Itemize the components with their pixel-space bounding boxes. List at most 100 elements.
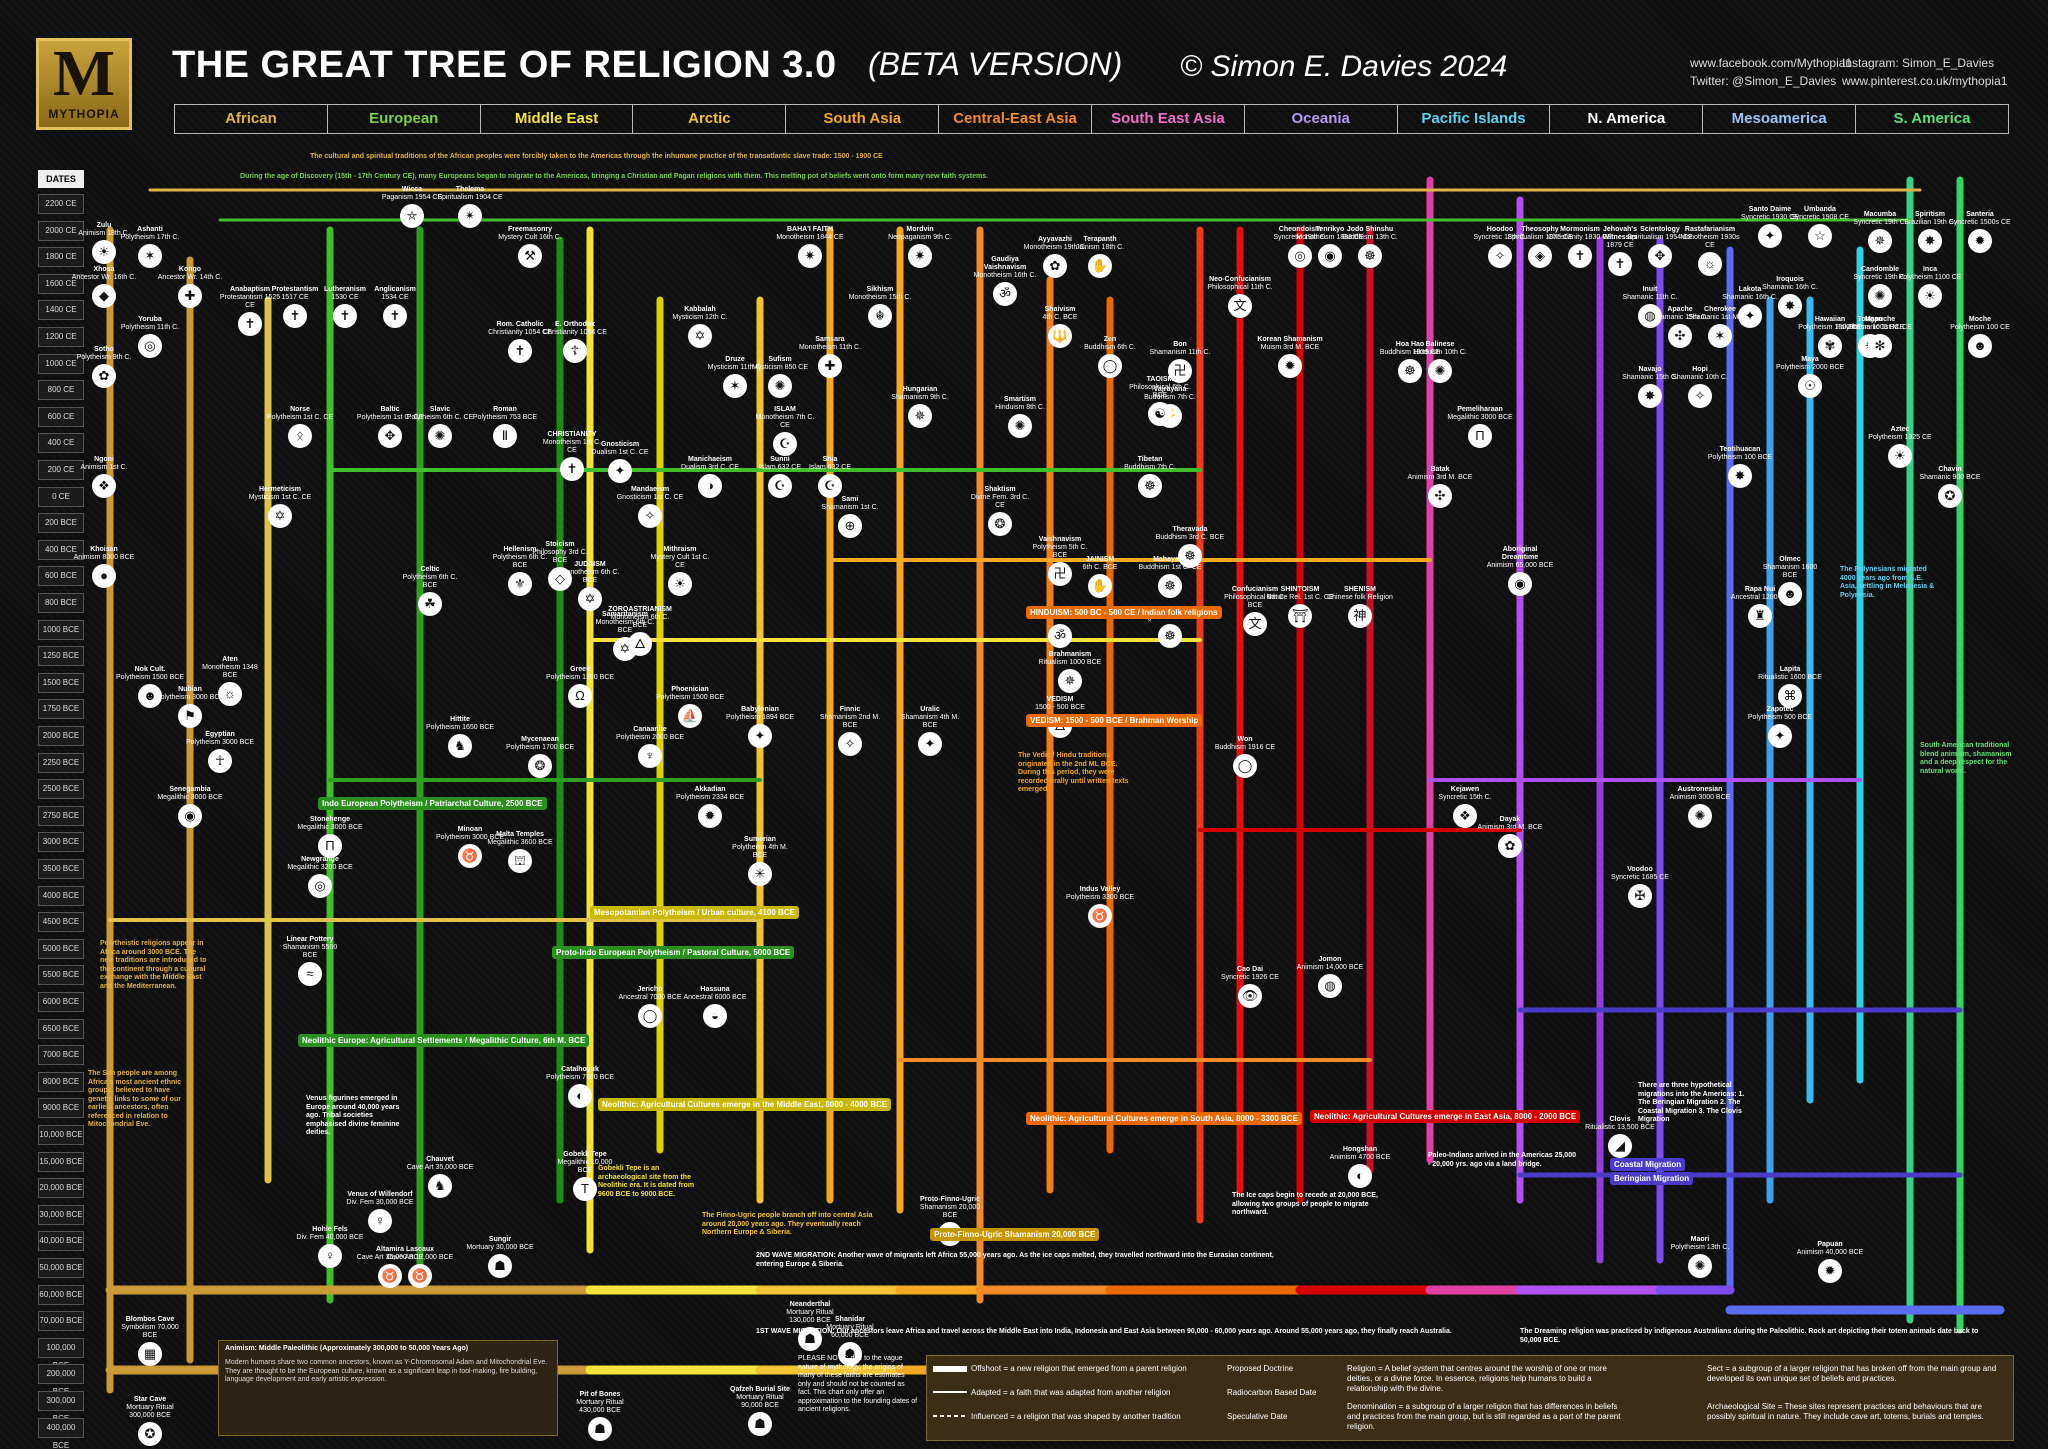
- node-name: Stonehenge: [295, 816, 365, 824]
- callout-label: Neolithic: Agricultural Cultures emerge …: [1026, 1112, 1302, 1125]
- religion-node: HassunaAncestral 6000 BCE◒: [680, 986, 750, 1028]
- religion-symbol-icon: ✹: [1818, 1259, 1842, 1283]
- node-name: Blombos Cave: [115, 1316, 185, 1324]
- node-detail: Shamanism 9th C.: [885, 394, 955, 402]
- legend-radiocarbon: Radiocarbon Based Date: [1227, 1388, 1316, 1398]
- node-detail: Polytheism 7500 BCE: [545, 1074, 615, 1082]
- node-name: Finnic: [815, 706, 885, 714]
- node-detail: Buddhism 7th C.: [1115, 464, 1185, 472]
- note-beringian: There are three hypothetical migrations …: [1638, 1082, 1748, 1125]
- node-name: Sungir: [465, 1236, 535, 1244]
- religion-symbol-icon: ✪: [1938, 484, 1962, 508]
- religion-symbol-icon: ✺: [1688, 1254, 1712, 1278]
- node-detail: Shamanism 1600 BCE: [1755, 564, 1825, 580]
- religion-symbol-icon: ☗: [748, 1412, 772, 1436]
- religion-node: MycenaeanPolytheism 1700 BCE❂: [505, 736, 575, 778]
- node-detail: Polytheism 2334 BCE: [675, 794, 745, 802]
- religion-symbol-icon: ●: [92, 564, 116, 588]
- religion-symbol-icon: ◍: [1318, 974, 1342, 998]
- node-detail: Polytheism 1100 CE: [1895, 274, 1965, 282]
- node-detail: Ancestral 6000 BCE: [680, 994, 750, 1002]
- religion-symbol-icon: Π: [318, 834, 342, 858]
- node-detail: Polytheism 13th C.: [1665, 1244, 1735, 1252]
- node-name: Hittite: [425, 716, 495, 724]
- note-vedic: The Vedic / Hindu traditions originated …: [1018, 752, 1130, 795]
- node-name: Freemasonry: [495, 226, 565, 234]
- legend-proposed: Proposed Doctrine: [1227, 1364, 1293, 1374]
- node-detail: Ancestor Wr. 14th C.: [155, 274, 225, 282]
- religion-symbol-icon: ≈: [298, 962, 322, 986]
- religion-symbol-icon: ॐ: [1048, 624, 1072, 648]
- note-sa-animism: South American traditional blend animism…: [1920, 742, 2016, 776]
- religion-symbol-icon: ✡: [268, 504, 292, 528]
- religion-node: WonBuddhism 1916 CE◯: [1210, 736, 1280, 778]
- node-detail: Polytheism 1500 BCE: [115, 674, 185, 682]
- religion-node: Hohle FelsDiv. Fem 40,000 BCE♀: [295, 1226, 365, 1268]
- religion-symbol-icon: ☸: [1358, 244, 1382, 268]
- callout-label: Neolithic Europe: Agricultural Settlemen…: [298, 1034, 589, 1047]
- religion-node: SikhismMonotheism 15th C.☬: [845, 286, 915, 328]
- religion-symbol-icon: ♞: [428, 1174, 452, 1198]
- religion-node: Jodo ShinshuBuddhism 13th C.☸: [1335, 226, 1405, 268]
- node-detail: Mortuary 30,000 BCE: [465, 1244, 535, 1252]
- religion-symbol-icon: ◯: [1098, 354, 1122, 378]
- religion-symbol-icon: ◐: [568, 1084, 592, 1108]
- religion-symbol-icon: ❖: [1453, 804, 1477, 828]
- religion-node: SamsaraMonotheism 11th C.✚: [795, 336, 865, 378]
- node-detail: Monotheism 6th C. BCE: [605, 614, 675, 630]
- religion-node: ShaktismDivine Fem. 3rd C. CE❂: [965, 486, 1035, 536]
- node-detail: Spiritualism 1904 CE: [435, 194, 505, 202]
- node-detail: Polytheism 3000 BCE: [185, 739, 255, 747]
- note-dreaming: The Dreaming religion was practiced by i…: [1520, 1328, 2000, 1345]
- node-detail: Animism 14,000 BCE: [1295, 964, 1365, 972]
- religion-node: FreemasonryMystery Cult 16th C.⚒: [495, 226, 565, 268]
- node-name: Catalhoyuk: [545, 1066, 615, 1074]
- religion-symbol-icon: ✦: [1758, 224, 1782, 248]
- node-name: BAHA'I FAITH: [775, 226, 845, 234]
- node-detail: Divine Fem. 3rd C. CE: [965, 494, 1035, 510]
- legend-offshoot: Offshoot = a new religion that emerged f…: [971, 1364, 1201, 1374]
- religion-node: HermeticismMysticism 1st C. CE✡: [245, 486, 315, 528]
- node-detail: Megalithic 3600 BCE: [485, 839, 555, 847]
- religion-symbol-icon: ⛫: [508, 849, 532, 873]
- node-detail: 1500 - 500 BCE: [1025, 704, 1095, 712]
- node-name: Teotihuacan: [1705, 446, 1775, 454]
- node-detail: Syncretic 1500s CE: [1945, 219, 2015, 227]
- religion-symbol-icon: ✧: [638, 504, 662, 528]
- node-detail: Mortuary Ritual 430,000 BCE: [565, 1399, 635, 1415]
- node-name: Nok Cult.: [115, 666, 185, 674]
- religion-node: AkkadianPolytheism 2334 BCE✹: [675, 786, 745, 828]
- religion-symbol-icon: ✋: [1088, 574, 1112, 598]
- node-detail: Polytheism 753 BCE: [470, 414, 540, 422]
- node-detail: Div. Fem 40,000 BCE: [295, 1234, 365, 1242]
- node-detail: Polytheism 1700 BCE: [505, 744, 575, 752]
- religion-symbol-icon: ✣: [1428, 484, 1452, 508]
- religion-node: JerichoAncestral 7000 BCE◯: [615, 986, 685, 1028]
- religion-symbol-icon: ✝: [383, 304, 407, 328]
- node-detail: Neopaganism 9th C.: [885, 234, 955, 242]
- religion-node: SlavicPolytheism 6th C. CE✺: [405, 406, 475, 448]
- religion-node: SenegambiaMegalithic 3000 BCE◉: [155, 786, 225, 828]
- node-detail: Polytheism 1894 BCE: [725, 714, 795, 722]
- node-name: Bon: [1145, 341, 1215, 349]
- religion-node: TAOISMPhilosophical 6th C. BCE☯: [1125, 376, 1195, 426]
- node-name: Hongshan: [1325, 1146, 1395, 1154]
- religion-node: MahayanaBuddhism 1st C. CE☸: [1135, 556, 1205, 598]
- religion-node: DruzeMysticism 11th C.✶: [700, 356, 770, 398]
- religion-symbol-icon: ⊕: [838, 514, 862, 538]
- legend-denomination: Denomination = a subgroup of a larger re…: [1347, 1402, 1627, 1432]
- node-name: Lapita: [1755, 666, 1825, 674]
- religion-node: EgyptianPolytheism 3000 BCE☥: [185, 731, 255, 773]
- religion-symbol-icon: ✺: [1008, 414, 1032, 438]
- note-venus: Venus figurines emerged in Europe around…: [306, 1095, 411, 1138]
- religion-node: Malta TemplesMegalithic 3600 BCE⛫: [485, 831, 555, 873]
- node-detail: Polytheism 17th C.: [115, 234, 185, 242]
- religion-symbol-icon: ✝: [508, 339, 532, 363]
- node-detail: Polytheism 11th C.: [115, 324, 185, 332]
- religion-symbol-icon: ☀: [92, 240, 116, 264]
- religion-symbol-icon: ◐: [1348, 1164, 1372, 1188]
- node-detail: Shamanic 16th C.: [1755, 284, 1825, 292]
